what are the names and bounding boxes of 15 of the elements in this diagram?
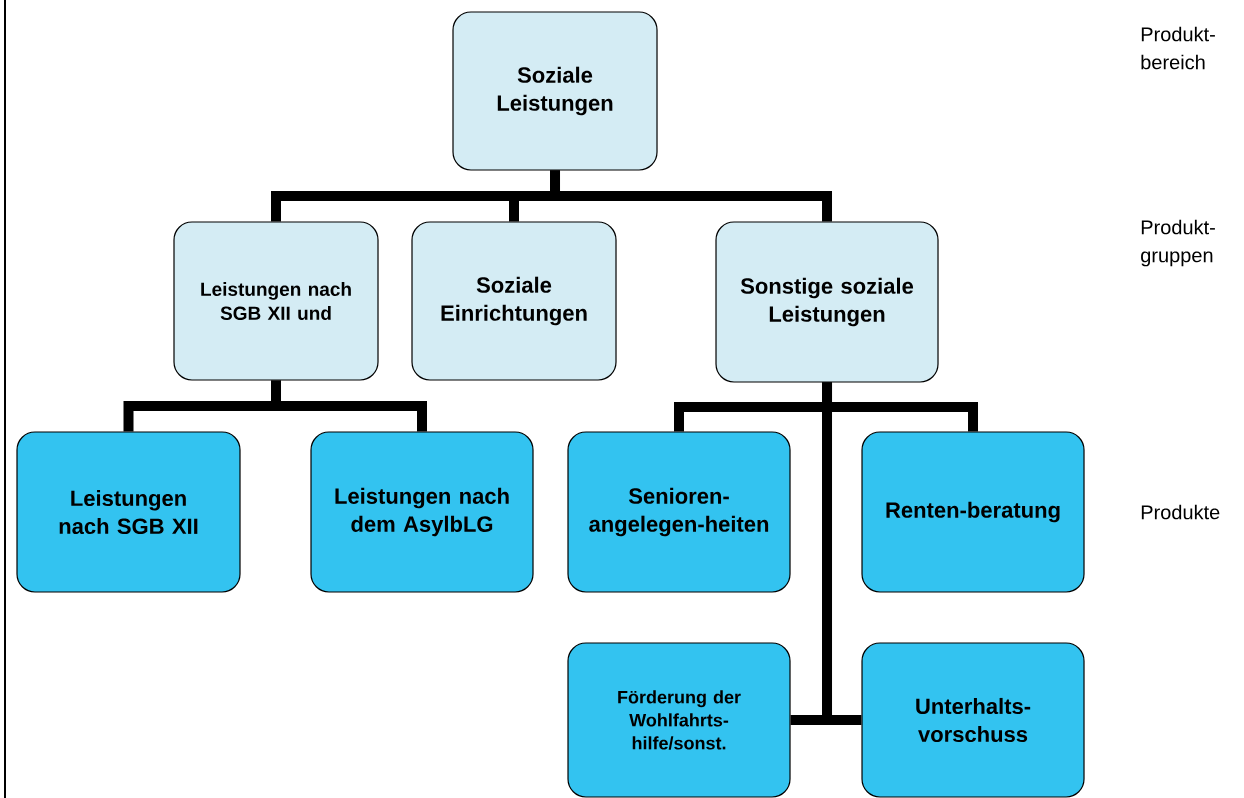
product-box: Senioren-angelegen-heiten xyxy=(567,431,791,593)
product-box: Leistungen nach SGB XII xyxy=(16,431,241,593)
product-box: Leistungen nach dem AsylbLG xyxy=(310,431,534,593)
product-box: Unterhalts-vorschuss xyxy=(861,642,1085,798)
group-box: Soziale Einrichtungen xyxy=(411,221,617,381)
level-label: Produkt-bereich xyxy=(1141,26,1215,70)
group-box: Leistungen nach SGB XII und xyxy=(173,221,379,381)
product-box: Renten-beratung xyxy=(861,431,1085,593)
area-box: Soziale Leistungen xyxy=(452,11,658,171)
group-box: Sonstige soziale Leistungen xyxy=(715,221,939,383)
level-label: Produkt-gruppen xyxy=(1141,219,1215,267)
connector-line xyxy=(271,380,427,432)
product-box: Förderung der Wohlfahrts-hilfe/sonst. xyxy=(567,642,791,798)
level-label: Produkte xyxy=(1141,504,1220,520)
connector-line xyxy=(550,170,832,222)
